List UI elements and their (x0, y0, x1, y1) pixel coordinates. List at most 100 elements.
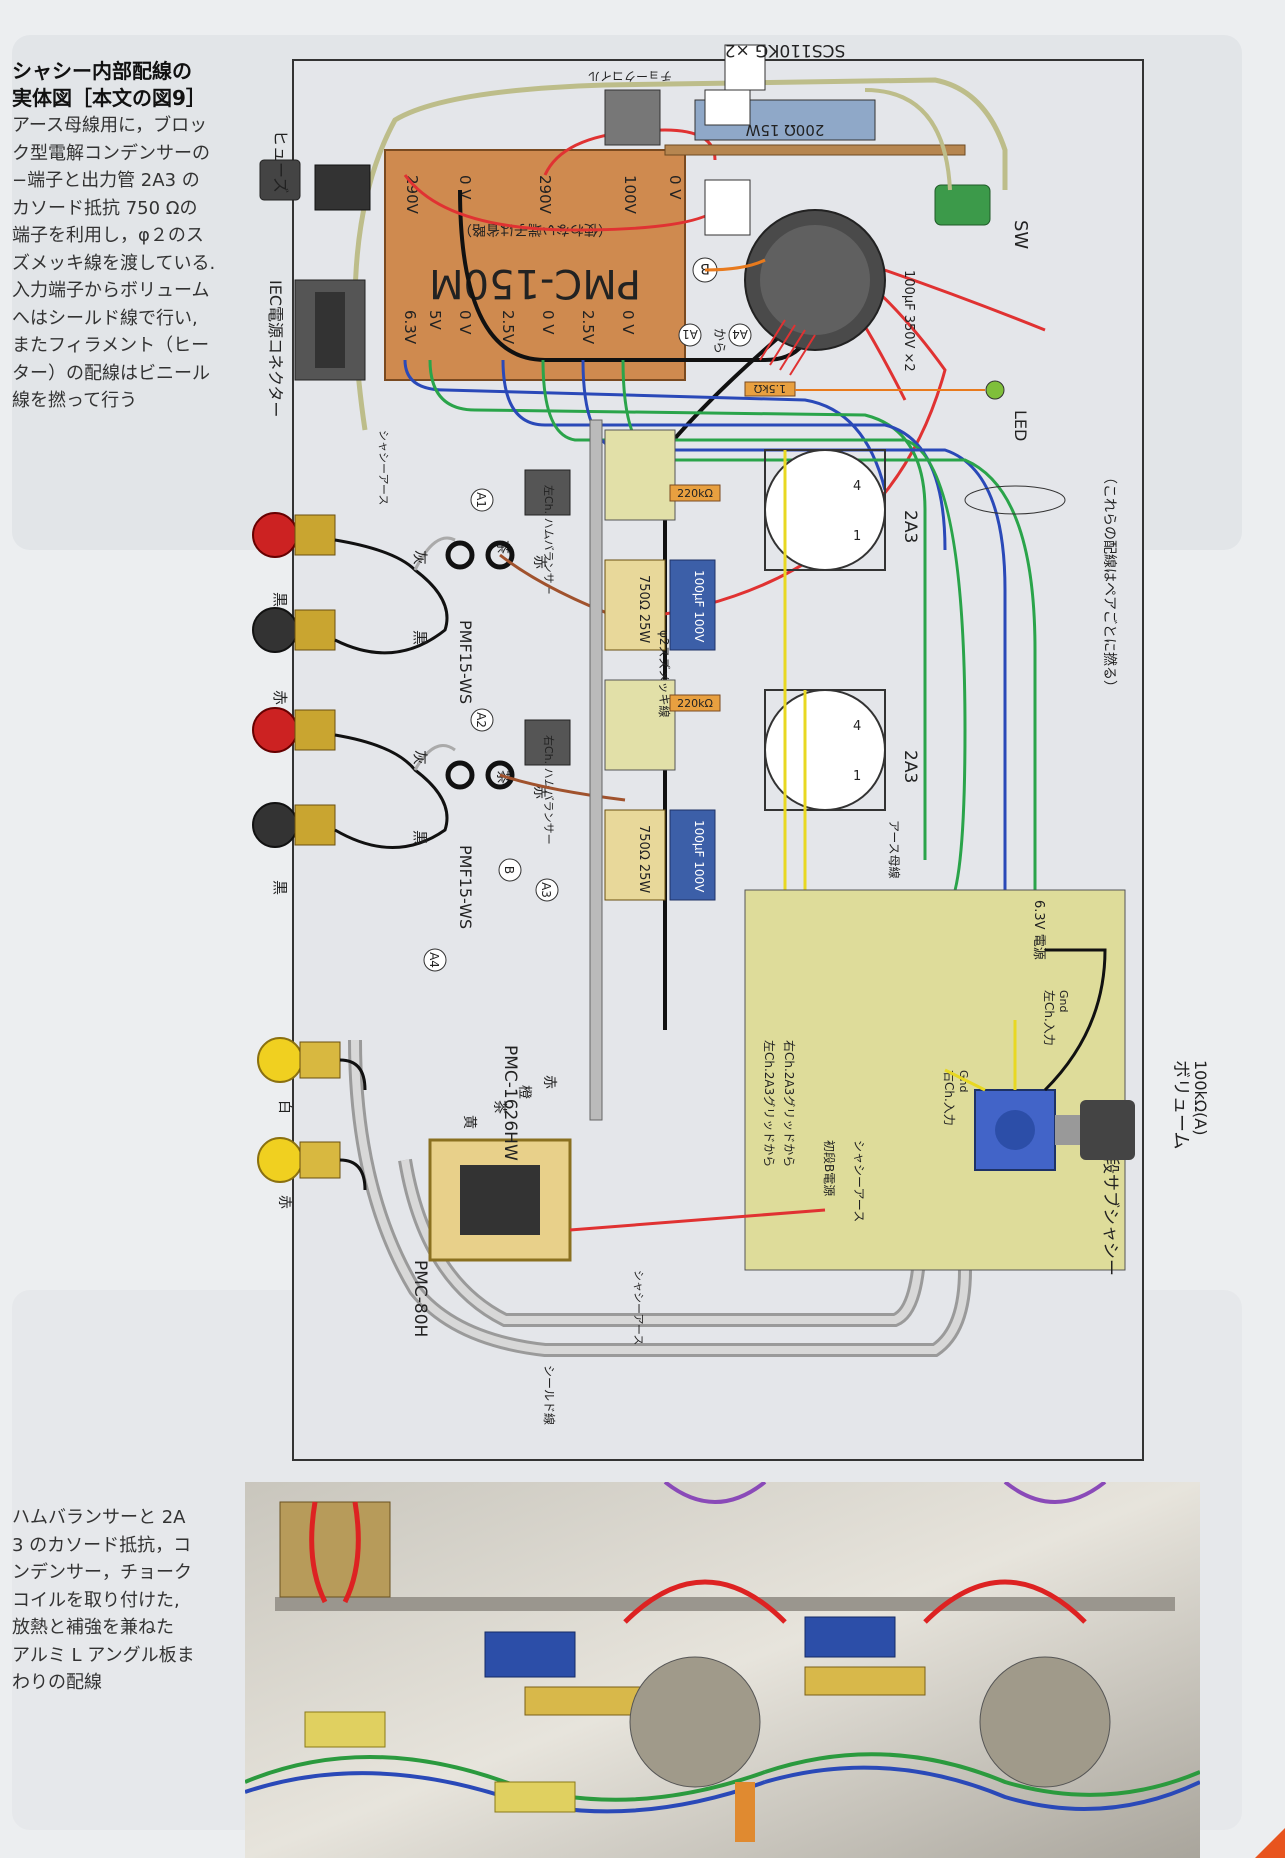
sub-label-6v3: 6.3V 電源 (1031, 900, 1046, 960)
marker-a2 (470, 708, 494, 732)
wire-brown-label: 茶 (491, 1100, 507, 1114)
caption-line: 入力端子からボリューム (12, 280, 210, 301)
output-transformer-lead (445, 540, 475, 570)
caption-line: コイルを取り付けた, (12, 1589, 180, 1611)
transformer-bottom-taps: 6.3V 5V 0 V 2.5V 0 V 2.5V 0 V (401, 310, 637, 345)
twist-mark (964, 485, 1066, 515)
resistor-220k-label: 220kΩ (677, 487, 713, 500)
input-wire (944, 1068, 986, 1092)
caption-line: ハムバランサーと 2A (12, 1507, 186, 1528)
heater-wire-blue (403, 359, 887, 491)
cathode-capacitor (669, 809, 716, 901)
tap-label: 0 V (456, 310, 474, 335)
wiring-photo (245, 1482, 1200, 1858)
red-wire-photo (923, 1579, 1087, 1624)
cathode-cap-label: 100μF 100V (692, 820, 706, 893)
terminal-strip (664, 144, 966, 156)
capacitor-yellow-photo (494, 1781, 576, 1813)
resistor-orange-photo (735, 1782, 755, 1842)
purple-wire-photo (1003, 1482, 1107, 1504)
terminal-base (294, 609, 336, 651)
rca-jack-red (257, 1137, 303, 1183)
speaker-wire (334, 733, 449, 849)
page-corner-mark (1255, 1828, 1285, 1858)
terminal-base (294, 709, 336, 751)
tap-label: 6.3V (401, 310, 419, 345)
b-power-wire (569, 1208, 826, 1232)
terminal-base (294, 514, 336, 556)
terminal-label: 赤 (271, 690, 289, 705)
pmc80h-label: PMC-80H (410, 1260, 430, 1337)
sub-label-l-input: 左Ch.入力 (1042, 990, 1057, 1046)
fuse-body (314, 164, 371, 211)
choke-coil (604, 89, 661, 146)
marker-b-label: B (502, 866, 516, 874)
terminal-label: 黒 (271, 880, 289, 895)
transformer-top-taps: 290V 0 V 290V 100V 0 V (403, 175, 684, 215)
shield-cable-inner (351, 1039, 969, 1354)
pin-label: 1 (853, 769, 861, 784)
tap-label: 290V (403, 175, 421, 215)
caption-line: 放熱と補強を兼ねた (12, 1617, 174, 1638)
heater-wire-green (541, 359, 967, 912)
caption-line: アルミ L アングル板ま (12, 1644, 195, 1666)
fuse-label: ヒューズ (271, 130, 290, 193)
marker-a4 (728, 323, 752, 347)
tube-label: 2A3 (900, 510, 920, 543)
heater-wire-green (428, 359, 927, 860)
resistor-label: 200Ω 15W (745, 121, 824, 139)
tap-label: 100V (621, 175, 639, 215)
red-wire-photo (309, 1501, 361, 1604)
output-transformer-lead (485, 760, 515, 790)
marker-a4-label: A4 (732, 327, 748, 341)
sub-chassis-earth-label: シャシーアース (632, 1270, 645, 1345)
red-wire (624, 253, 947, 622)
terminal-black (252, 802, 298, 848)
gnd-wire (1043, 948, 1107, 1092)
l-angle-edge (275, 1597, 1175, 1611)
marker-a3 (535, 878, 559, 902)
wire-red-label: 赤 (531, 555, 547, 569)
caption-line: わりの配線 (12, 1672, 102, 1693)
wire-gray-label: 灰 (411, 750, 429, 765)
tap-label: 0 V (619, 310, 637, 335)
resistor-photo (804, 1666, 926, 1696)
tap-label: 2.5V (499, 310, 517, 345)
sub-label-gnd: Gnd (957, 1070, 970, 1092)
caption-line: カソード抵抗 750 Ωの (12, 197, 198, 219)
diode-label: SCS110KG ×2 (725, 40, 846, 60)
marker-a1 (678, 323, 702, 347)
volume-shaft (1055, 1115, 1080, 1145)
sub-label-chassis-earth: シャシーアース (852, 1140, 866, 1222)
pin-label: 4 (853, 719, 861, 734)
hum-right-label: 右Ch. ハムバランサー (542, 735, 556, 845)
marker-a1 (470, 488, 494, 512)
switch-wire (864, 88, 952, 191)
iec-label: IEC電源コネクター (266, 280, 285, 417)
marker-a3-label: A3 (539, 882, 553, 898)
wire-red-label: 赤 (531, 785, 547, 799)
sw-label: SW (1010, 220, 1031, 249)
hum-balancer-left (524, 469, 571, 516)
tube-label: 2A3 (900, 750, 920, 783)
chassis-earth-label: シャシーアース (377, 430, 390, 505)
cathode-res-label: 750Ω 25W (636, 825, 651, 893)
green-wire-photo (764, 1752, 1200, 1797)
terminal-base (294, 804, 336, 846)
rca-red-label: 赤 (276, 1195, 292, 1209)
marker-a2-label: A2 (474, 712, 488, 728)
capacitor-photo (484, 1631, 576, 1678)
rca-wire (339, 1058, 367, 1191)
pmf-label: PMF15-WS (456, 620, 475, 704)
caption-line: ズメッキ線を渡している. (12, 252, 216, 274)
pair-note: （これらの配線はペアごとに撚る） (1101, 470, 1117, 694)
hum-balancer-photo (979, 1656, 1111, 1788)
diode-package (704, 179, 751, 236)
purple-wire-photo (663, 1482, 767, 1504)
led-indicator (985, 380, 1005, 400)
terminal-label: 黒 (271, 592, 289, 607)
sub-chassis-label: 初段サブシャシー (1100, 1140, 1121, 1276)
tin-wire-label: φ2スズメッキ線 (657, 630, 672, 718)
orange-wire (704, 258, 766, 272)
